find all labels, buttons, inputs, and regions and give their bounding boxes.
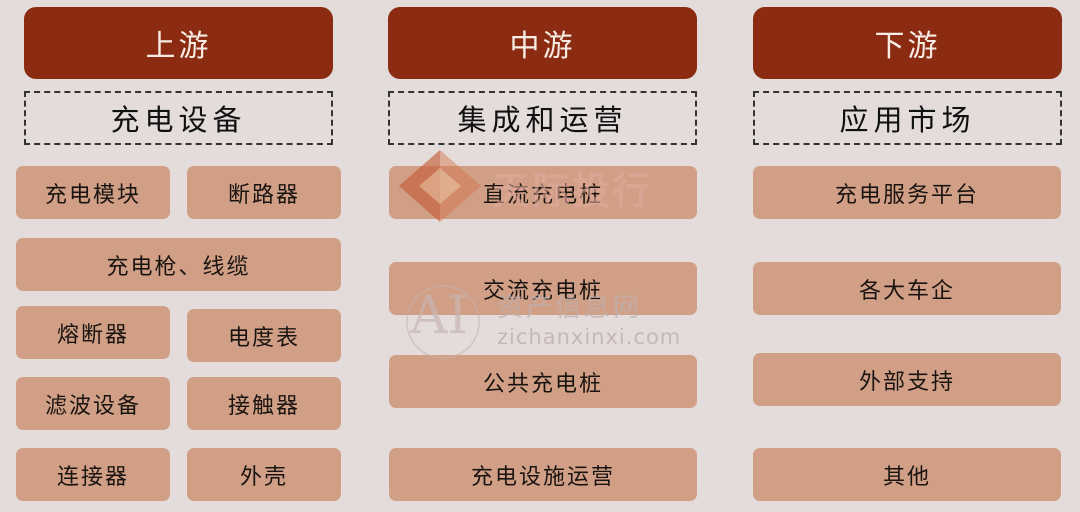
upstream-item-gun-cable: 充电枪、线缆	[16, 238, 341, 291]
midstream-item-operations: 充电设施运营	[389, 448, 697, 501]
midstream-item-dc-pile: 直流充电桩	[389, 166, 697, 219]
upstream-item-fuse: 熔断器	[16, 306, 170, 359]
downstream-item-service-platform: 充电服务平台	[753, 166, 1061, 219]
upstream-item-meter: 电度表	[187, 309, 341, 362]
midstream-header: 中游	[388, 7, 697, 79]
downstream-item-external-support: 外部支持	[753, 353, 1061, 406]
upstream-header: 上游	[24, 7, 333, 79]
upstream-item-charging-module: 充电模块	[16, 166, 170, 219]
downstream-category: 应用市场	[753, 91, 1062, 145]
downstream-item-automakers: 各大车企	[753, 262, 1061, 315]
downstream-header: 下游	[753, 7, 1062, 79]
midstream-item-public-pile: 公共充电桩	[389, 355, 697, 408]
midstream-category: 集成和运营	[388, 91, 697, 145]
downstream-item-other: 其他	[753, 448, 1061, 501]
upstream-item-housing: 外壳	[187, 448, 341, 501]
watermark-url-text: zichanxinxi.com	[497, 325, 682, 349]
upstream-item-connector: 连接器	[16, 448, 170, 501]
upstream-item-circuit-breaker: 断路器	[187, 166, 341, 219]
midstream-item-ac-pile: 交流充电桩	[389, 262, 697, 315]
upstream-item-contactor: 接触器	[187, 377, 341, 430]
upstream-category: 充电设备	[24, 91, 333, 145]
upstream-item-filter: 滤波设备	[16, 377, 170, 430]
